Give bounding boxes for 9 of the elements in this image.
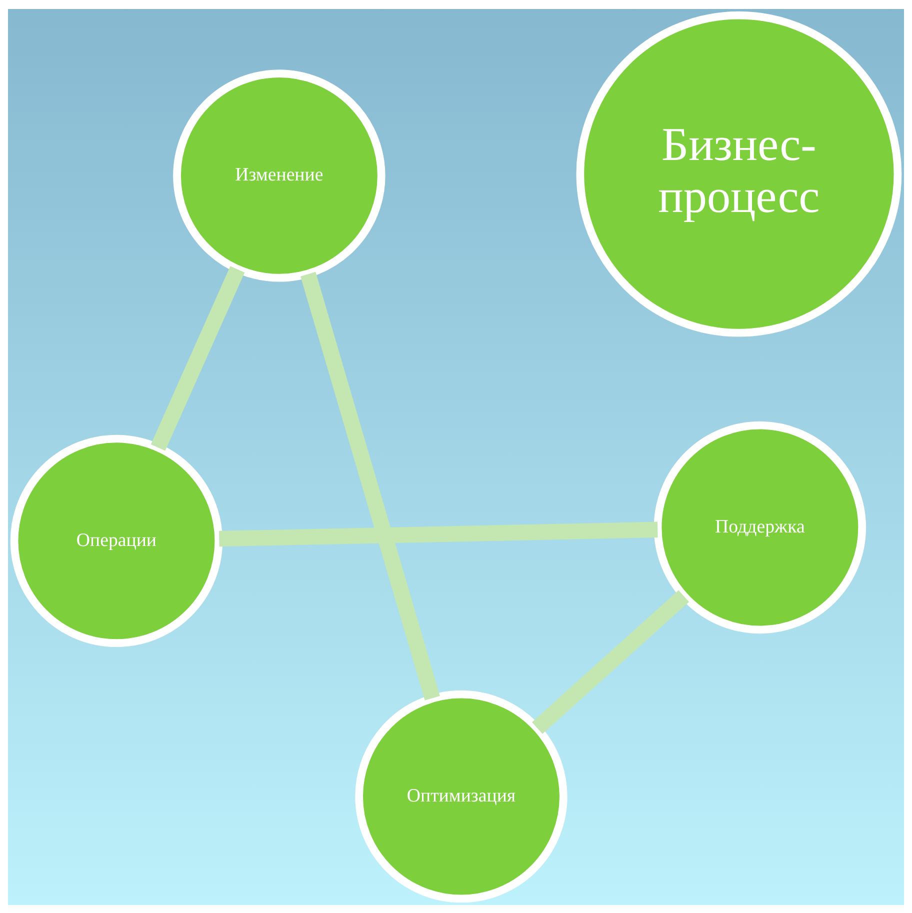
connector [218, 521, 658, 546]
connector [150, 266, 245, 450]
node-circle: Бизнес-процесс [576, 10, 902, 336]
node-circle: Изменение [173, 69, 386, 282]
connector [300, 271, 440, 700]
node-circle: Оптимизация [355, 690, 568, 902]
node-circle: Операции [10, 434, 223, 647]
connector [532, 590, 690, 734]
node-circle: Поддержка [654, 420, 866, 634]
